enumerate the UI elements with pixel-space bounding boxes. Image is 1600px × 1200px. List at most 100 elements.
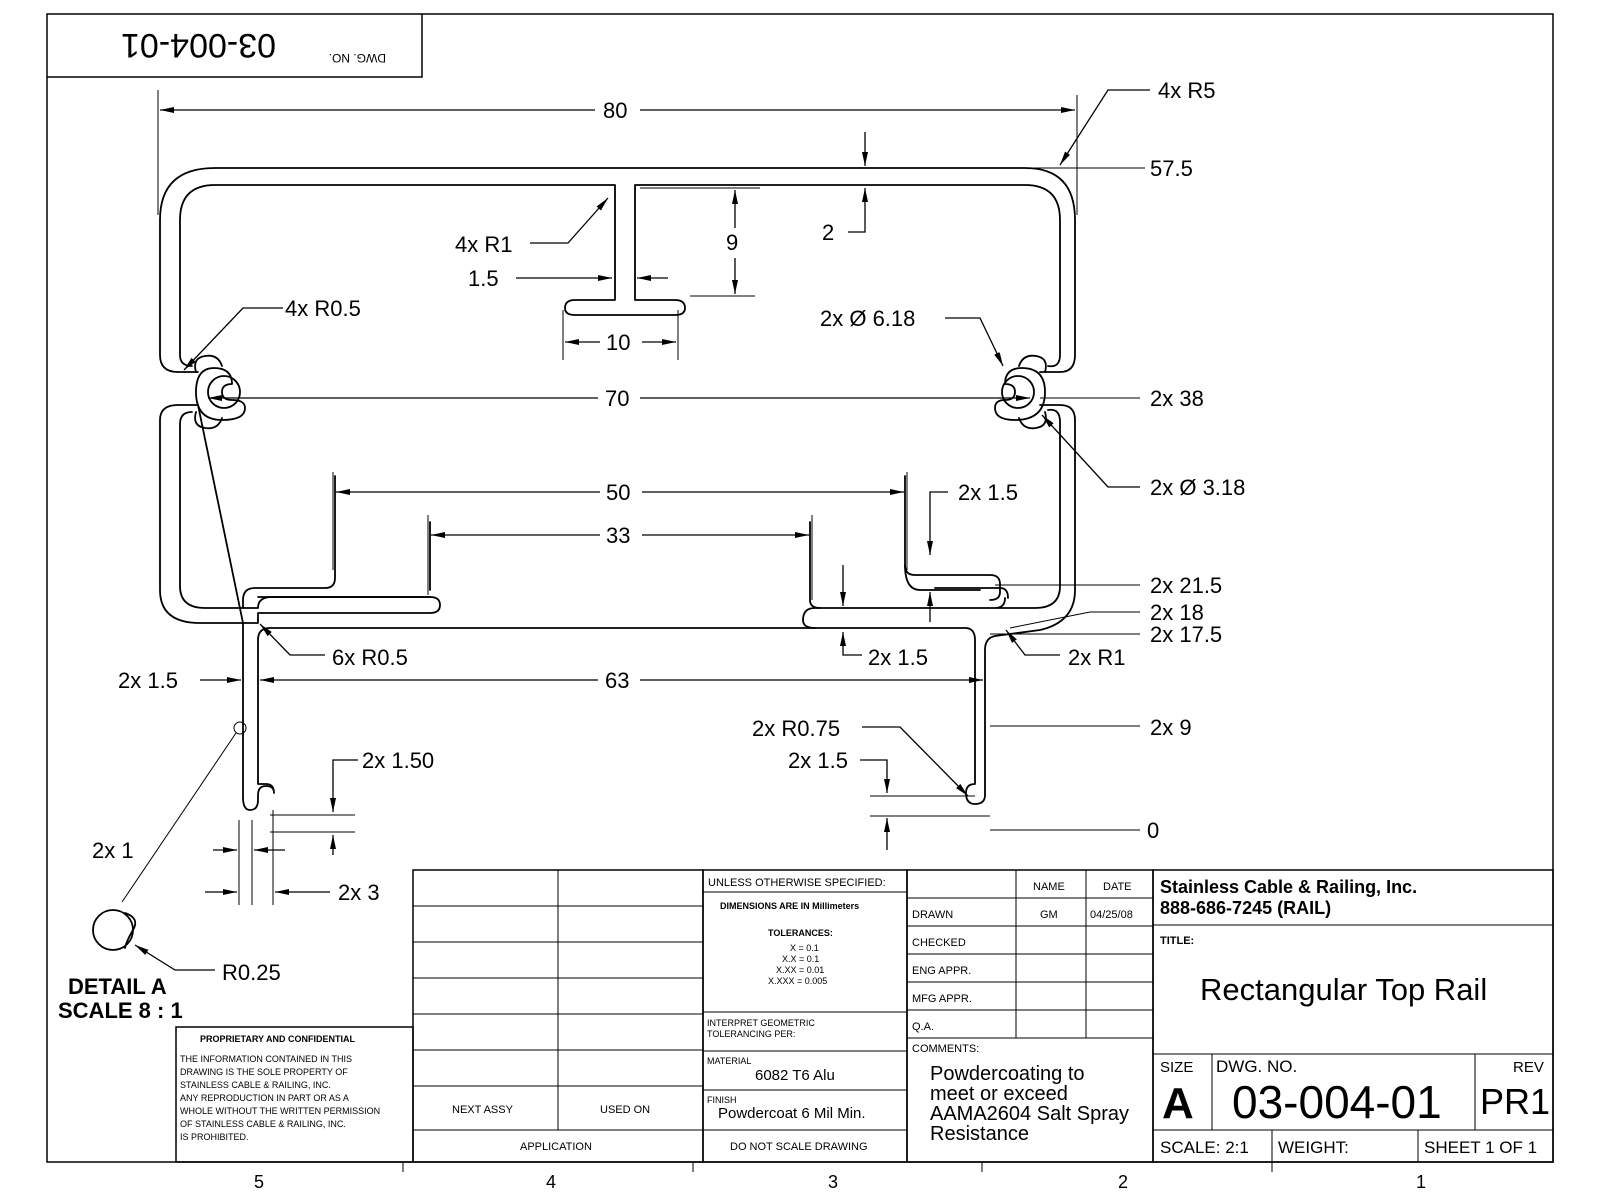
dim-2: 2 [822, 220, 834, 245]
scale-value: SCALE: 2:1 [1160, 1138, 1249, 1157]
spec-dims: DIMENSIONS ARE IN Millimeters [720, 901, 859, 911]
weight-label: WEIGHT: [1278, 1138, 1349, 1157]
proprietary-line: OF STAINLESS CABLE & RAILING, INC. [180, 1119, 346, 1129]
dim-r0-75: 2x R0.75 [752, 716, 840, 741]
dim-1: 2x 1 [92, 838, 134, 863]
right-hook [904, 475, 1001, 601]
left-screw-boss [195, 367, 246, 421]
detail-notch [124, 912, 137, 949]
dim-9: 9 [726, 230, 738, 255]
spec-tol-2: X.X = 0.1 [782, 954, 819, 964]
header-dwg-box: DWG. NO. 03-004-01 [47, 14, 423, 78]
dim-63: 63 [605, 668, 629, 693]
proprietary-line: STAINLESS CABLE & RAILING, INC. [180, 1080, 331, 1090]
dim-1-50: 2x 1.50 [362, 748, 434, 773]
detail-callout-circle [233, 721, 247, 735]
finish-label: FINISH [707, 1095, 737, 1105]
comment-line: Powdercoating to [930, 1063, 1085, 1085]
size-label: SIZE [1160, 1059, 1193, 1076]
comment-line: Resistance [930, 1123, 1029, 1145]
left-boss-outer [207, 375, 241, 409]
inner-shell [179, 184, 1061, 629]
spec-interpret-2: TOLERANCING PER: [707, 1029, 795, 1039]
material-label: MATERIAL [707, 1056, 751, 1066]
drawn-name: GM [1040, 909, 1058, 921]
sheet-value: SHEET 1 OF 1 [1424, 1138, 1537, 1157]
proprietary-line: ANY REPRODUCTION IN PART OR AS A [180, 1093, 349, 1103]
header-dwg-label: DWG. NO. [329, 51, 386, 65]
zone-label: 1 [1416, 1172, 1426, 1192]
dim-57-5: 57.5 [1150, 156, 1193, 181]
approvals-name-header: NAME [1033, 881, 1065, 893]
spec-tolerances: TOLERANCES: [768, 928, 833, 938]
left-bar [257, 521, 431, 598]
dim-r1-2x: 2x R1 [1068, 645, 1125, 670]
dim-3: 2x 3 [338, 880, 380, 905]
zone-label: 2 [1118, 1172, 1128, 1192]
spec-tol-1: X = 0.1 [790, 943, 819, 953]
comment-line: AAMA2604 Salt Spray [930, 1103, 1129, 1125]
dim-38: 2x 38 [1150, 386, 1204, 411]
mfg-appr-label: MFG APPR. [912, 993, 972, 1005]
dim-1-5-mid: 2x 1.5 [868, 645, 928, 670]
no-scale-note: DO NOT SCALE DRAWING [730, 1141, 868, 1153]
detail-scale: SCALE 8 : 1 [58, 998, 183, 1023]
outer-shell [159, 167, 1076, 811]
dim-21-5: 2x 21.5 [1150, 573, 1222, 598]
dim-80: 80 [603, 98, 627, 123]
zone-label: 4 [546, 1172, 556, 1192]
dim-70: 70 [605, 386, 629, 411]
dim-dia-6-18: 2x Ø 6.18 [820, 306, 915, 331]
proprietary-line: THE INFORMATION CONTAINED IN THIS [180, 1054, 352, 1064]
header-dwg-number: 03-004-01 [121, 26, 276, 64]
dim-1-5-top: 2x 1.5 [958, 480, 1018, 505]
size-value: A [1162, 1079, 1194, 1128]
detail-title: DETAIL A [68, 974, 167, 999]
rev-value: PR1 [1480, 1081, 1550, 1122]
right-bar [809, 521, 821, 609]
comments-label: COMMENTS: [912, 1043, 979, 1055]
right-screw-boss [994, 367, 1046, 421]
detail-a: R0.25 DETAIL A SCALE 8 : 1 [58, 721, 281, 1023]
dwg-no-label: DWG. NO. [1216, 1057, 1297, 1076]
next-assy-label: NEXT ASSY [452, 1104, 514, 1116]
spec-tol-4: X.XXX = 0.005 [768, 976, 827, 986]
dim-1-5-left: 2x 1.5 [118, 668, 178, 693]
eng-appr-label: ENG APPR. [912, 965, 971, 977]
dim-17-5: 2x 17.5 [1150, 622, 1222, 647]
right-slot [904, 564, 981, 591]
material-value: 6082 T6 Alu [755, 1067, 835, 1084]
rev-label: REV [1513, 1059, 1544, 1076]
zone-label: 5 [254, 1172, 264, 1192]
proprietary-heading: PROPRIETARY AND CONFIDENTIAL [200, 1034, 356, 1044]
spec-interpret-1: INTERPRET GEOMETRIC [707, 1018, 815, 1028]
dim-33: 33 [606, 523, 630, 548]
proprietary-line: DRAWING IS THE SOLE PROPERTY OF [180, 1067, 348, 1077]
checked-label: CHECKED [912, 937, 966, 949]
rail-profile [159, 167, 1076, 811]
zone-label: 3 [828, 1172, 838, 1192]
spec-unless: UNLESS OTHERWISE SPECIFIED: [708, 877, 886, 889]
drawing-title: Rectangular Top Rail [1200, 972, 1487, 1007]
title-label: TITLE: [1160, 935, 1194, 947]
comment-line: meet or exceed [930, 1083, 1068, 1105]
dim-r0-5-4x: 4x R0.5 [285, 296, 361, 321]
proprietary-line: WHOLE WITHOUT THE WRITTEN PERMISSION [180, 1106, 380, 1116]
dim-50: 50 [606, 480, 630, 505]
application-label: APPLICATION [520, 1141, 592, 1153]
drawn-date: 04/25/08 [1090, 909, 1133, 921]
dim-1-5: 1.5 [468, 266, 499, 291]
dwg-no-value: 03-004-01 [1232, 1076, 1442, 1128]
company-name: Stainless Cable & Railing, Inc. [1160, 877, 1417, 897]
dim-dia-3-18: 2x Ø 3.18 [1150, 475, 1245, 500]
approvals-date-header: DATE [1103, 881, 1132, 893]
dim-10: 10 [606, 330, 630, 355]
used-on-label: USED ON [600, 1104, 650, 1116]
dim-0: 0 [1147, 818, 1159, 843]
dim-9-right: 2x 9 [1150, 715, 1192, 740]
zone-markers: 5 4 3 2 1 [254, 1162, 1426, 1192]
proprietary-line: IS PROHIBITED. [180, 1132, 249, 1142]
right-boss-outer [1001, 375, 1035, 409]
finish-value: Powdercoat 6 Mil Min. [718, 1105, 866, 1122]
